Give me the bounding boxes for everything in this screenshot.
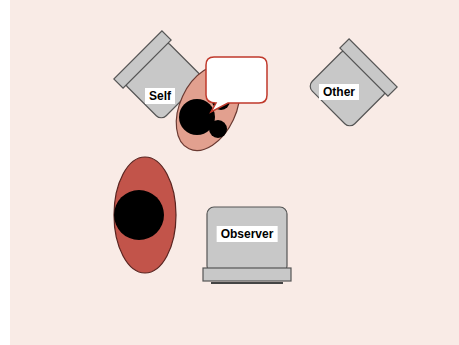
chair-seat: [122, 39, 203, 120]
chair-seat: [207, 207, 287, 273]
head: [114, 190, 164, 240]
chair-group: [203, 207, 291, 283]
seated-person: [164, 55, 253, 160]
chair-node: Self: [108, 25, 218, 135]
chair-node: Observer: [197, 195, 297, 285]
chair-node: Other: [293, 33, 403, 143]
chair-seat: [307, 47, 388, 128]
chair-group: [114, 31, 207, 124]
chair-edge: [211, 282, 283, 284]
chair-shape: [108, 25, 218, 135]
bubble-outline: [206, 57, 267, 112]
head: [179, 99, 215, 135]
chair-label: Self: [145, 88, 175, 104]
speech-bubble: [206, 57, 267, 112]
frame-fill: [10, 0, 459, 345]
chair-label: Other: [319, 84, 359, 100]
standing-body: [114, 157, 176, 273]
seated-body: [164, 55, 253, 160]
hand: [209, 120, 227, 138]
chair-label: Observer: [217, 226, 278, 242]
chair-back: [203, 268, 291, 281]
chair-back: [114, 31, 171, 88]
standing-person: [114, 157, 176, 273]
chair-group: [305, 39, 398, 132]
hand: [212, 92, 230, 110]
